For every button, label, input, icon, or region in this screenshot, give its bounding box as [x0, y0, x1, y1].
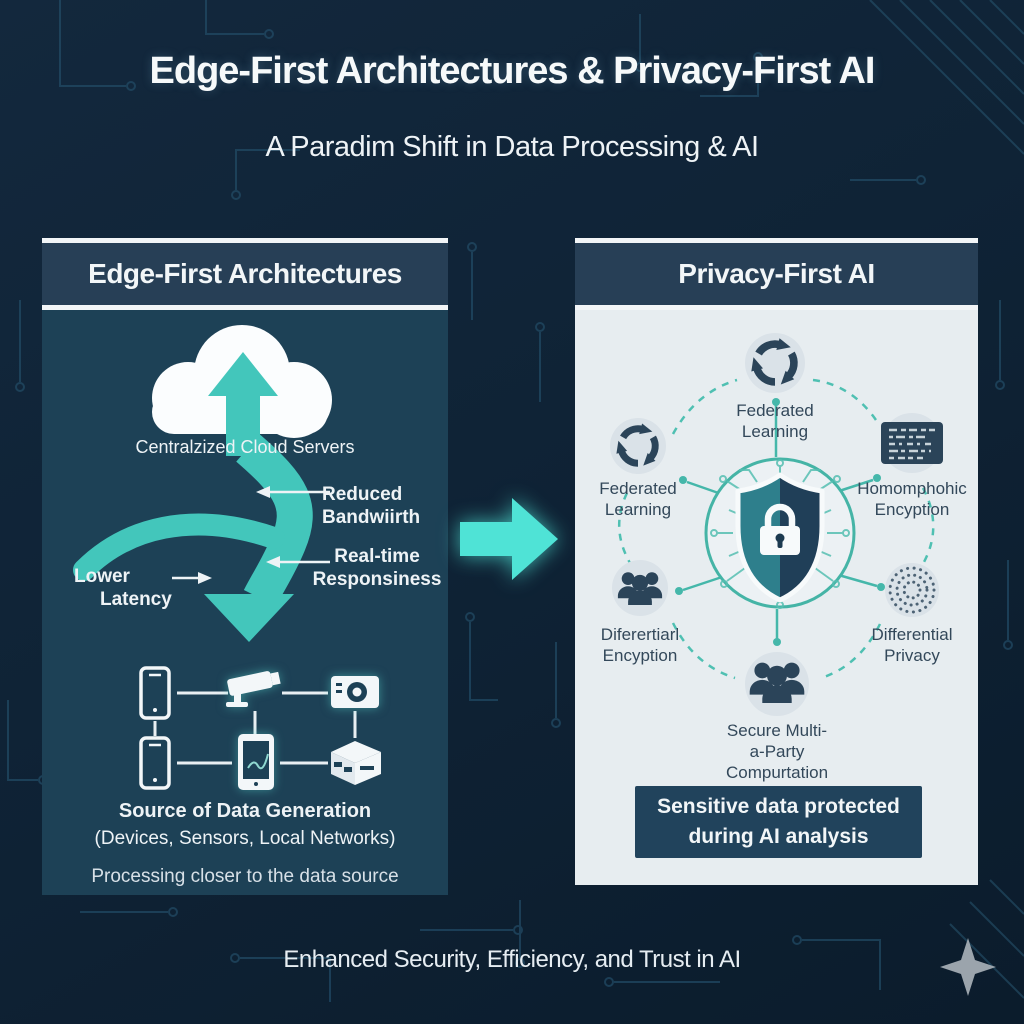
left-panel-title: Edge-First Architectures — [88, 258, 402, 289]
people-group-icon — [617, 572, 663, 605]
shield-lock-icon — [735, 472, 825, 603]
tablet-icon — [238, 734, 274, 790]
right-arrow-icon — [460, 498, 558, 580]
left-footer-title: Source of Data Generation — [118, 800, 372, 822]
edge-flow-diagram — [73, 325, 381, 790]
smartphone-icon — [139, 736, 171, 790]
swoosh-arrow-icon — [73, 513, 285, 581]
device-connectors — [153, 691, 357, 765]
federated-sync-icon — [616, 423, 659, 467]
smartphone-icon — [139, 666, 171, 720]
page-subtitle: A Paradim Shift in Data Processing & AI — [265, 131, 759, 163]
cctv-camera-icon — [226, 671, 281, 707]
noise-pattern-icon — [888, 566, 936, 614]
data-flow-arrows — [73, 352, 313, 642]
smart-camera-icon — [331, 676, 379, 708]
privacy-banner: Sensitive data protected during AI analy… — [635, 786, 922, 858]
encrypted-data-icon — [881, 422, 943, 464]
privacy-first-ai-panel: Privacy-First AI — [575, 238, 978, 885]
node-label-differential-encryption: Diferertiarl Encyption — [600, 625, 680, 665]
annotation-reduced-bandwidth: Reduced Bandwiirth — [322, 484, 421, 528]
node-label-federated-learning-left: Federated Learning — [599, 479, 677, 519]
node-label-federated-learning-top: Federated Learning — [736, 401, 814, 441]
left-panel-header: Edge-First Architectures — [42, 238, 448, 310]
node-label-secure-multiparty: Secure Multi- a-Party Compurtation — [725, 721, 829, 782]
dashed-connectors — [617, 378, 935, 680]
privacy-hub-diagram — [610, 333, 943, 716]
edge-router-icon — [331, 741, 381, 785]
node-label-differential-privacy: Differential Privacy — [871, 625, 953, 665]
right-panel-title: Privacy-First AI — [678, 258, 875, 289]
annotation-arrows — [172, 486, 330, 584]
down-flow-arrow-icon — [236, 434, 313, 607]
page-title: Edge-First Architectures & Privacy-First… — [149, 50, 876, 92]
node-label-homomorphic-encryption: Homomphohic Encyption — [857, 479, 967, 519]
sparkle-icon — [940, 938, 996, 996]
down-arrowhead-icon — [204, 594, 294, 642]
bottom-caption: Enhanced Security, Efficiency, and Trust… — [283, 946, 741, 973]
annotation-lower-latency: Lower Latency — [74, 566, 172, 610]
cloud-label: Centralzized Cloud Servers — [135, 437, 355, 457]
people-group-icon — [749, 662, 805, 703]
left-footer-note: Processing closer to the data source — [91, 866, 399, 887]
edge-architectures-panel: Edge-First Architectures — [42, 238, 448, 895]
federated-sync-icon — [751, 338, 798, 386]
left-footer-subtitle: (Devices, Sensors, Local Networks) — [94, 828, 396, 849]
right-panel-header: Privacy-First AI — [575, 238, 978, 310]
annotation-realtime-responsiveness: Real-time Responsiness — [312, 546, 442, 590]
